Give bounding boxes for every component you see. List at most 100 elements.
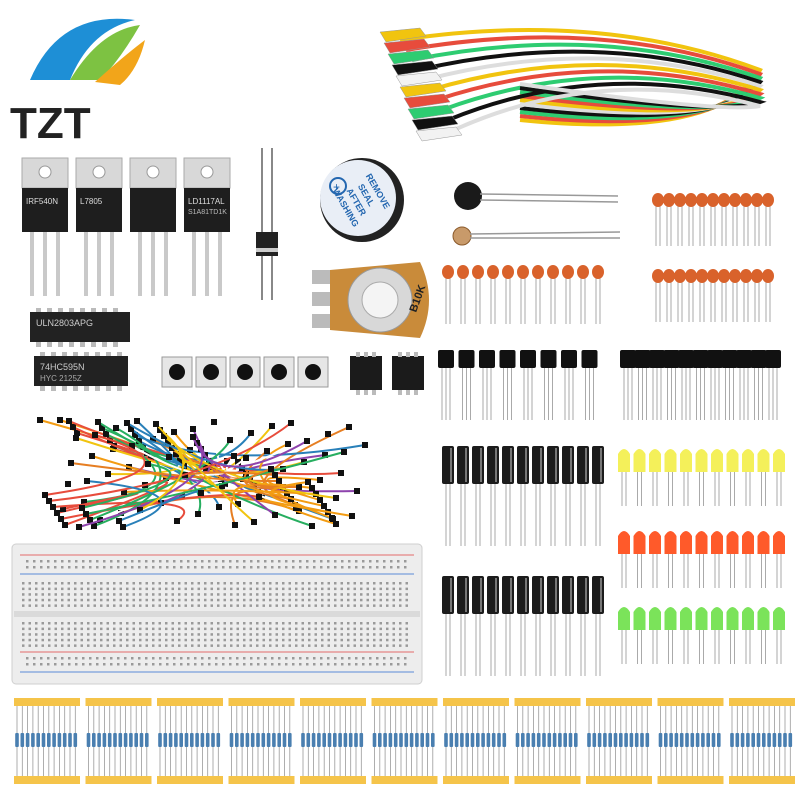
breadboard-hole xyxy=(223,593,226,596)
breadboard-hole xyxy=(22,644,25,647)
breadboard-hole xyxy=(366,627,369,631)
led xyxy=(726,449,739,506)
breadboard-hole xyxy=(74,627,77,631)
breadboard-hole xyxy=(256,627,259,631)
breadboard-hole xyxy=(301,622,304,625)
breadboard-hole xyxy=(173,566,176,569)
breadboard-hole xyxy=(327,587,330,591)
breadboard-hole xyxy=(334,657,337,660)
breadboard-hole xyxy=(100,644,103,647)
breadboard-hole xyxy=(28,593,31,596)
breadboard-hole xyxy=(74,633,77,636)
ceramic-capacitor xyxy=(547,265,559,324)
breadboard-hole xyxy=(178,604,181,607)
breadboard-hole xyxy=(171,604,174,607)
breadboard-hole xyxy=(210,627,213,631)
electrolytic-capacitor xyxy=(592,446,604,546)
breadboard-hole xyxy=(243,604,246,607)
led xyxy=(742,449,754,506)
breadboard-hole xyxy=(321,587,324,591)
breadboard-hole xyxy=(243,593,246,596)
breadboard-hole xyxy=(40,560,43,563)
breadboard-hole xyxy=(139,638,142,642)
breadboard-hole xyxy=(145,566,148,569)
electrolytic-capacitor xyxy=(472,576,484,676)
breadboard-hole xyxy=(376,657,379,660)
breadboard-hole xyxy=(262,582,265,585)
ceramic-capacitors xyxy=(442,193,774,324)
jumper-wire xyxy=(91,425,162,529)
breadboard-hole xyxy=(28,622,31,625)
breadboard-hole xyxy=(347,593,350,596)
breadboard-hole xyxy=(360,622,363,625)
breadboard-hole xyxy=(22,638,25,642)
breadboard-hole xyxy=(327,638,330,642)
breadboard-hole xyxy=(399,627,402,631)
breadboard-hole xyxy=(171,627,174,631)
breadboard-hole xyxy=(262,627,265,631)
breadboard-hole xyxy=(87,587,90,591)
breadboard-hole xyxy=(61,644,64,647)
transistors xyxy=(438,350,781,420)
breadboard-hole xyxy=(28,633,31,636)
breadboard-hole xyxy=(313,566,316,569)
led xyxy=(726,531,739,588)
ceramic-capacitor xyxy=(592,265,604,324)
ceramic-capacitor xyxy=(502,265,514,324)
breadboard-hole xyxy=(93,582,96,585)
breadboard-hole xyxy=(132,593,135,596)
breadboard-hole xyxy=(269,644,272,647)
breadboard-hole xyxy=(392,598,395,602)
breadboard-hole xyxy=(159,663,162,666)
breadboard-hole xyxy=(292,657,295,660)
breadboard-hole xyxy=(308,587,311,591)
breadboard-hole xyxy=(145,657,148,660)
breadboard-hole xyxy=(236,663,239,666)
breadboard-hole xyxy=(145,644,148,647)
breadboard-hole xyxy=(295,593,298,596)
breadboard-hole xyxy=(110,566,113,569)
breadboard-hole xyxy=(138,566,141,569)
breadboard-hole xyxy=(204,587,207,591)
breadboard-hole xyxy=(399,633,402,636)
breadboard-hole xyxy=(341,663,344,666)
breadboard-hole xyxy=(340,587,343,591)
breadboard-hole xyxy=(271,663,274,666)
breadboard-hole xyxy=(180,560,183,563)
breadboard-hole xyxy=(158,587,161,591)
breadboard-hole xyxy=(282,622,285,625)
breadboard-hole xyxy=(82,560,85,563)
breadboard-hole xyxy=(22,593,25,596)
breadboard-hole xyxy=(223,644,226,647)
breadboard-hole xyxy=(106,644,109,647)
breadboard-hole xyxy=(204,604,207,607)
breadboard-hole xyxy=(119,627,122,631)
breadboard-hole xyxy=(321,622,324,625)
breadboard-hole xyxy=(152,587,155,591)
breadboard-hole xyxy=(236,593,239,596)
breadboard-hole xyxy=(347,587,350,591)
breadboard-hole xyxy=(184,622,187,625)
breadboard-hole xyxy=(250,560,253,563)
breadboard-hole xyxy=(100,638,103,642)
transistor xyxy=(540,350,557,420)
breadboard-hole xyxy=(243,627,246,631)
breadboard-hole xyxy=(82,657,85,660)
breadboard-hole xyxy=(355,663,358,666)
breadboard-hole xyxy=(340,644,343,647)
breadboard-hole xyxy=(278,663,281,666)
breadboard-hole xyxy=(288,582,291,585)
breadboard-hole xyxy=(54,582,57,585)
breadboard-hole xyxy=(399,593,402,596)
transistor xyxy=(721,350,738,420)
breadboard-hole xyxy=(67,638,70,642)
breadboard-hole xyxy=(139,598,142,602)
breadboard-hole xyxy=(340,622,343,625)
breadboard-hole xyxy=(113,644,116,647)
electrolytic-capacitor xyxy=(532,576,544,676)
breadboard-hole xyxy=(194,566,197,569)
jumper-wire xyxy=(153,421,257,525)
breadboard-hole xyxy=(386,638,389,642)
breadboard-hole xyxy=(386,627,389,631)
